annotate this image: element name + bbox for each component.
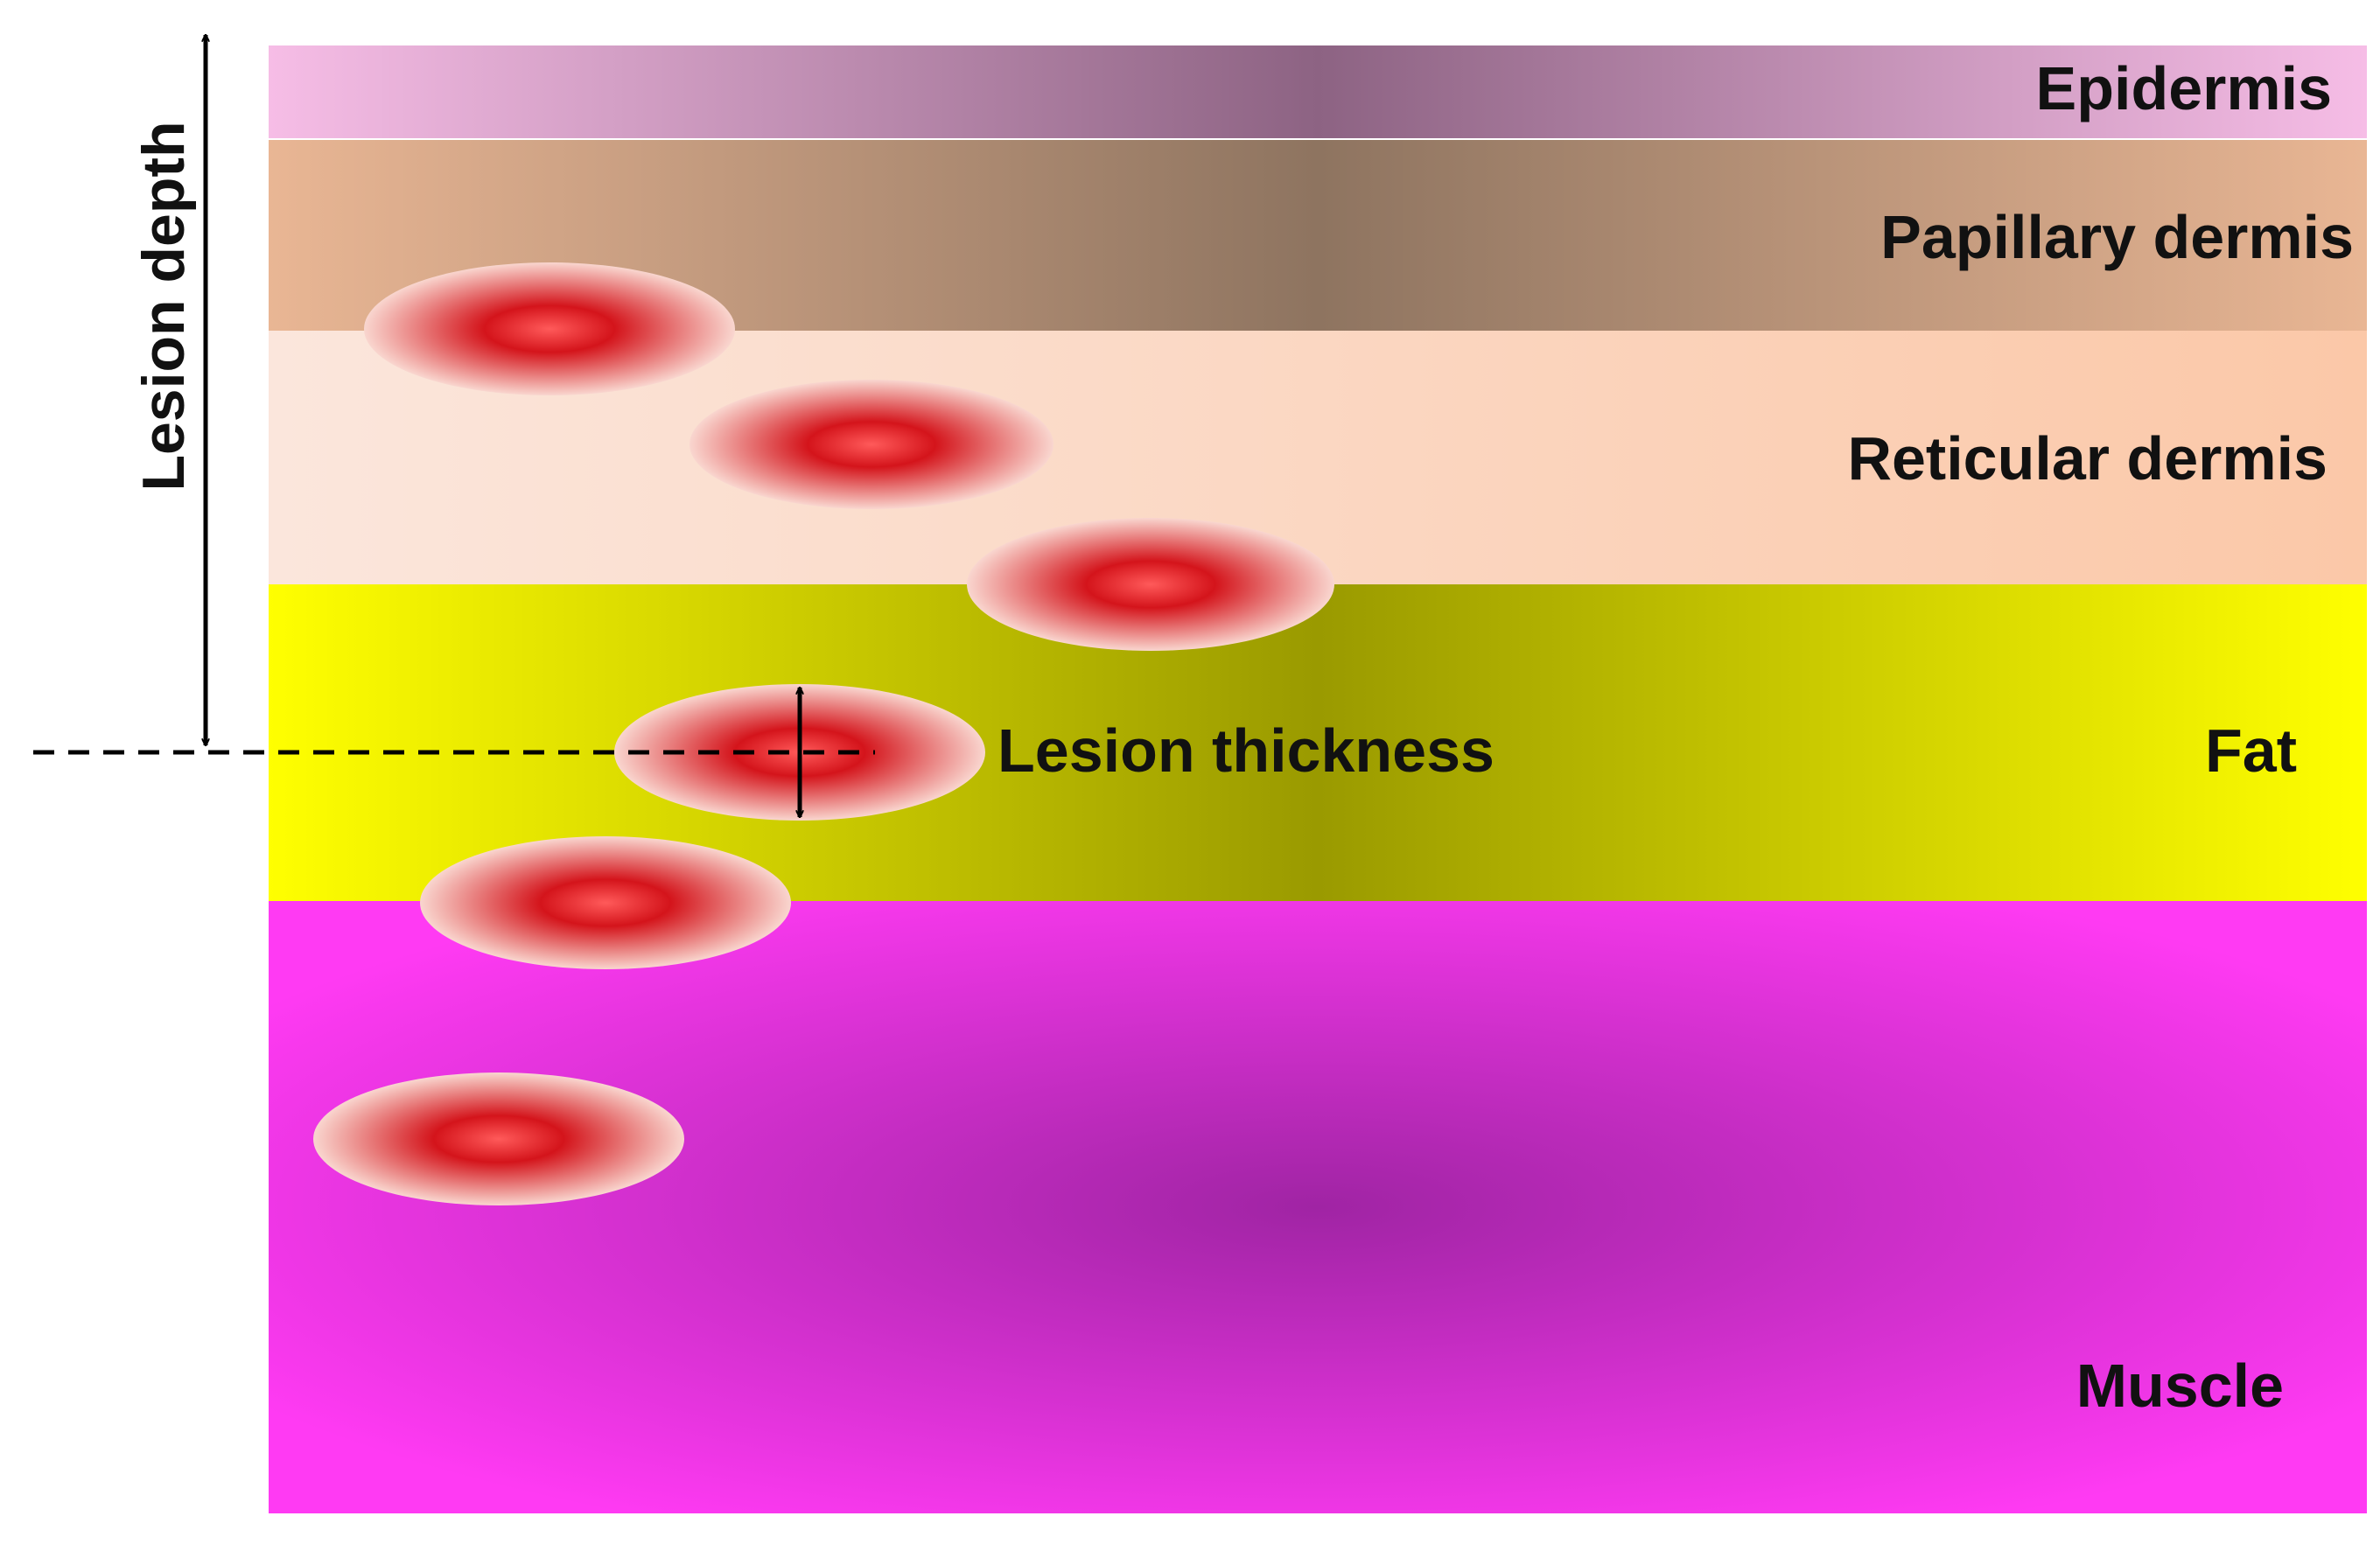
fat-label: Fat bbox=[2205, 716, 2297, 785]
papillary-dermis-label: Papillary dermis bbox=[1880, 203, 2354, 271]
muscle-layer bbox=[269, 901, 2367, 1513]
epidermis-label: Epidermis bbox=[2036, 54, 2332, 122]
lesion-thickness-label: Lesion thickness bbox=[998, 716, 1494, 785]
lesion-reticular-fat-boundary bbox=[967, 518, 1334, 651]
muscle-label: Muscle bbox=[2076, 1352, 2284, 1420]
reticular-dermis-label: Reticular dermis bbox=[1847, 424, 2328, 493]
lesion-depth-label: Lesion depth bbox=[130, 121, 197, 491]
lesion-muscle bbox=[313, 1072, 684, 1205]
lesion-fat-muscle-boundary bbox=[420, 836, 791, 969]
lesion-papillary bbox=[364, 262, 735, 395]
epidermis-layer bbox=[269, 45, 2367, 138]
lesion-reticular bbox=[690, 380, 1054, 509]
